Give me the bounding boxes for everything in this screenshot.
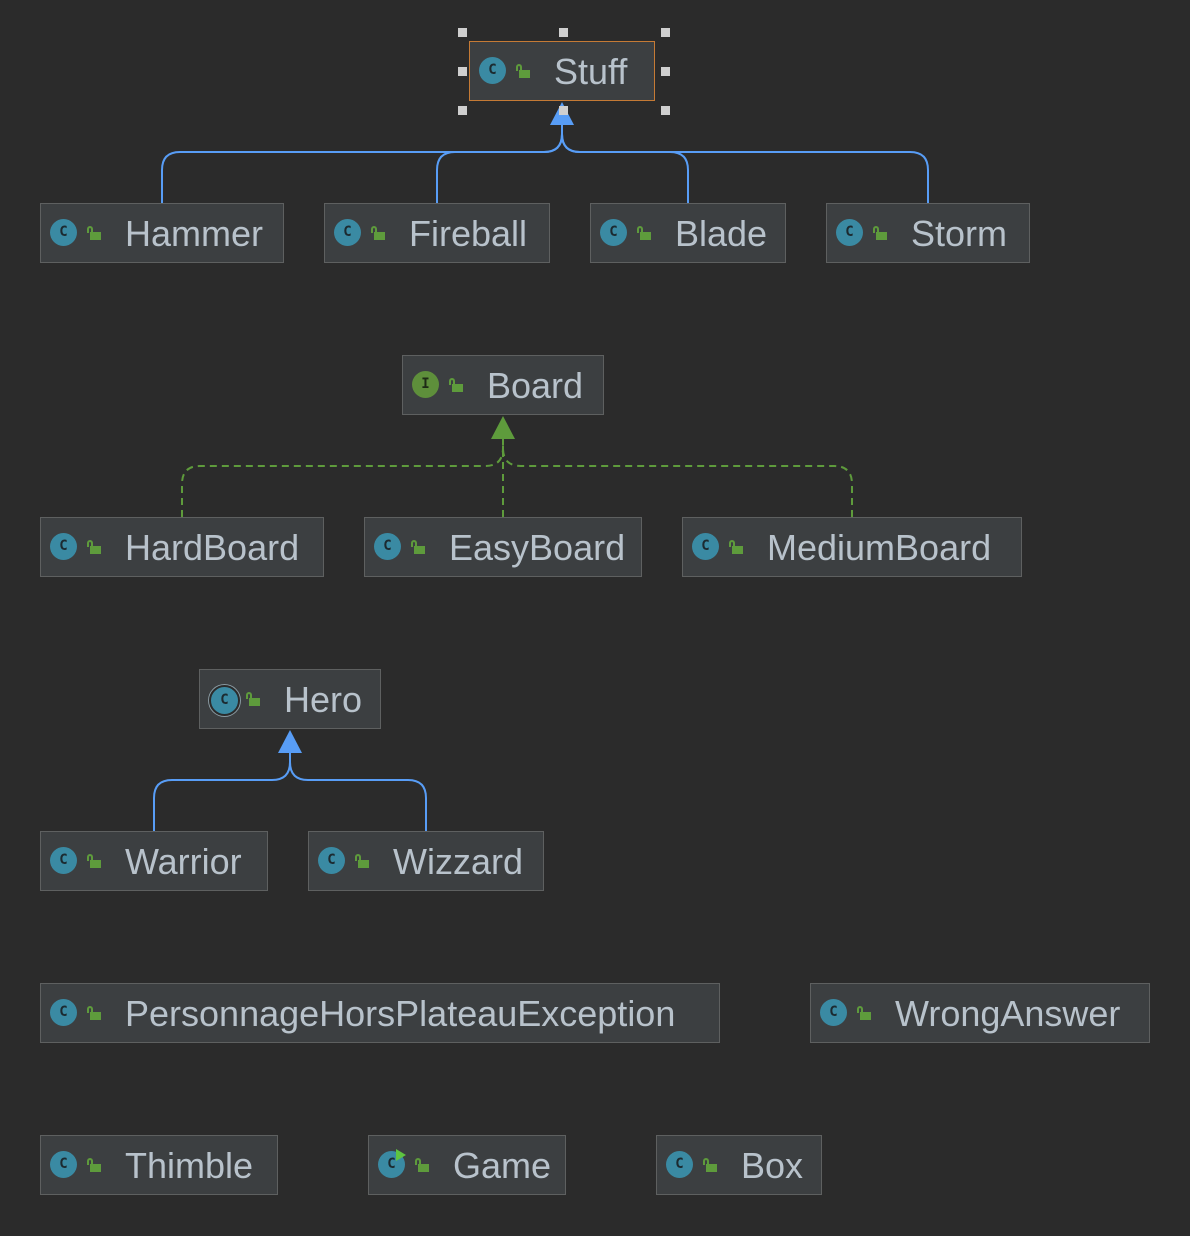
node-hardboard[interactable]: C HardBoard xyxy=(40,517,324,577)
public-lock-icon xyxy=(355,854,369,868)
node-box[interactable]: C Box xyxy=(656,1135,822,1195)
public-lock-icon xyxy=(87,854,101,868)
public-lock-icon xyxy=(703,1158,717,1172)
interface-icon: I xyxy=(412,371,439,398)
edge-fireball-to-stuff[interactable] xyxy=(436,123,563,203)
edge-blade-to-stuff[interactable] xyxy=(561,123,689,203)
public-lock-icon xyxy=(87,1006,101,1020)
selection-handle[interactable] xyxy=(661,28,670,37)
node-easyboard[interactable]: C EasyBoard xyxy=(364,517,642,577)
selection-handle[interactable] xyxy=(661,106,670,115)
node-label: MediumBoard xyxy=(767,527,992,568)
node-label: Warrior xyxy=(125,841,242,882)
node-label: Thimble xyxy=(125,1145,254,1186)
edge-storm-to-stuff[interactable] xyxy=(561,123,929,203)
node-mediumboard[interactable]: C MediumBoard xyxy=(682,517,1022,577)
public-lock-icon xyxy=(857,1006,871,1020)
public-lock-icon xyxy=(371,226,385,240)
public-lock-icon xyxy=(729,540,743,554)
edge-warrior-to-hero[interactable] xyxy=(153,751,291,831)
selection-handle[interactable] xyxy=(458,67,467,76)
node-label: EasyBoard xyxy=(449,527,626,568)
public-lock-icon xyxy=(411,540,425,554)
node-label: PersonnageHorsPlateauException xyxy=(125,993,676,1034)
node-personnage-hors-plateau-exception[interactable]: C PersonnageHorsPlateauException xyxy=(40,983,720,1043)
edge-hammer-to-stuff[interactable] xyxy=(161,123,563,203)
node-label: Fireball xyxy=(409,213,528,254)
node-hero[interactable]: C Hero xyxy=(199,669,381,729)
public-lock-icon xyxy=(246,692,260,706)
node-label: Box xyxy=(741,1145,804,1186)
class-icon: C xyxy=(50,1151,77,1178)
node-label: Hero xyxy=(284,679,363,720)
class-icon: C xyxy=(50,219,77,246)
run-marker-icon xyxy=(396,1149,406,1161)
node-stuff[interactable]: C Stuff xyxy=(469,41,655,101)
public-lock-icon xyxy=(516,64,530,78)
node-wizzard[interactable]: C Wizzard xyxy=(308,831,544,891)
class-icon: C xyxy=(820,999,847,1026)
node-label: Blade xyxy=(675,213,768,254)
selection-handle[interactable] xyxy=(458,28,467,37)
inheritance-arrowhead xyxy=(491,416,515,439)
node-blade[interactable]: C Blade xyxy=(590,203,786,263)
class-icon: C xyxy=(318,847,345,874)
node-label: WrongAnswer xyxy=(895,993,1121,1034)
class-icon: C xyxy=(600,219,627,246)
class-icon: C xyxy=(374,533,401,560)
abstract-class-icon: C xyxy=(209,685,240,716)
node-board[interactable]: I Board xyxy=(402,355,604,415)
public-lock-icon xyxy=(87,1158,101,1172)
class-icon: C xyxy=(50,999,77,1026)
class-icon: C xyxy=(334,219,361,246)
selection-handle[interactable] xyxy=(661,67,670,76)
class-icon: C xyxy=(666,1151,693,1178)
node-game[interactable]: C Game xyxy=(368,1135,566,1195)
class-icon: C xyxy=(479,57,506,84)
edge-wizzard-to-hero[interactable] xyxy=(289,751,427,831)
inheritance-arrowhead xyxy=(278,730,302,753)
class-icon: C xyxy=(692,533,719,560)
node-wrong-answer[interactable]: C WrongAnswer xyxy=(810,983,1150,1043)
public-lock-icon xyxy=(415,1158,429,1172)
public-lock-icon xyxy=(87,540,101,554)
node-hammer[interactable]: C Hammer xyxy=(40,203,284,263)
public-lock-icon xyxy=(449,378,463,392)
class-icon: C xyxy=(50,533,77,560)
class-icon: C xyxy=(50,847,77,874)
node-label: HardBoard xyxy=(125,527,300,568)
class-icon: C xyxy=(836,219,863,246)
node-storm[interactable]: C Storm xyxy=(826,203,1030,263)
selection-handle[interactable] xyxy=(458,106,467,115)
node-label: Board xyxy=(487,365,584,406)
edge-mediumboard-to-board[interactable] xyxy=(502,437,853,517)
node-label: Stuff xyxy=(554,51,628,92)
selection-handle[interactable] xyxy=(559,28,568,37)
selection-handle[interactable] xyxy=(559,106,568,115)
node-label: Wizzard xyxy=(393,841,524,882)
node-warrior[interactable]: C Warrior xyxy=(40,831,268,891)
public-lock-icon xyxy=(873,226,887,240)
public-lock-icon xyxy=(637,226,651,240)
edge-hardboard-to-board[interactable] xyxy=(181,437,504,517)
node-thimble[interactable]: C Thimble xyxy=(40,1135,278,1195)
node-label: Storm xyxy=(911,213,1008,254)
public-lock-icon xyxy=(87,226,101,240)
node-fireball[interactable]: C Fireball xyxy=(324,203,550,263)
node-label: Hammer xyxy=(125,213,264,254)
node-label: Game xyxy=(453,1145,552,1186)
